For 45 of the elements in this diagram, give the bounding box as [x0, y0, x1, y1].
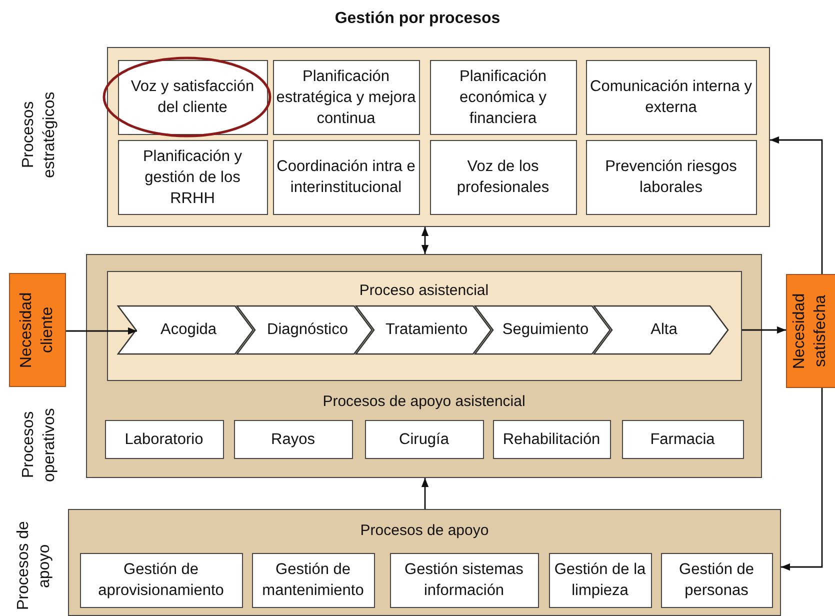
process-band [106, 270, 742, 380]
process-box: Gestión de personas [660, 552, 772, 608]
process-box: Rehabilitación [492, 420, 610, 458]
process-box: Gestión de mantenimiento [252, 552, 374, 608]
step-label: Alta [650, 321, 678, 339]
arrow [66, 327, 137, 335]
process-box: Planificación estratégica y mejora continua [272, 60, 420, 134]
process-box: Laboratorio [104, 420, 224, 458]
need-box [786, 274, 835, 388]
process-box: Voz y satisfacción del cliente [118, 60, 268, 134]
process-box: Prevención riesgos laborales [586, 140, 756, 214]
arrow [770, 136, 823, 274]
process-box: Coordinación intra e interinstitucional [272, 140, 420, 214]
row-label: Procesos estratégicos [19, 90, 59, 180]
step-label: Diagnóstico [266, 321, 348, 339]
process-box: Gestión sistemas información [390, 552, 538, 608]
band-heading: Proceso asistencial [359, 280, 489, 300]
band-heading: Procesos de apoyo [360, 521, 489, 541]
band-heading: Procesos de apoyo asistencial [322, 392, 526, 412]
diagram-title: Gestión por procesos [334, 10, 502, 28]
process-box: Farmacia [622, 420, 744, 458]
process-box: Rayos [234, 420, 352, 458]
row-label: Procesos de apoyo [14, 520, 54, 612]
process-box: Planificación y gestión de los RRHH [118, 140, 268, 214]
chevron-step [593, 305, 729, 355]
need-label: Necesidad satisfecha [790, 292, 830, 371]
chevron-step [117, 305, 254, 355]
process-box: Cirugía [364, 420, 484, 458]
process-box: Voz de los profesionales [430, 140, 576, 214]
process-band [86, 254, 762, 478]
step-label: Acogida [159, 321, 216, 339]
arrow [781, 388, 823, 571]
need-box [9, 273, 66, 387]
process-band [107, 47, 770, 227]
arrow [421, 478, 429, 509]
process-box: Comunicación interna y externa [586, 60, 756, 134]
row-label: Procesos operativos [19, 407, 59, 484]
process-box: Gestión de aprovisionamiento [80, 552, 242, 608]
process-band [68, 509, 781, 616]
arrow [421, 227, 429, 254]
arrow [742, 326, 786, 334]
need-label: Necesidad cliente [16, 291, 56, 370]
process-box: Planificación económica y financiera [430, 60, 576, 134]
process-box: Gestión de la limpieza [548, 552, 652, 608]
step-label: Seguimiento [501, 321, 589, 339]
